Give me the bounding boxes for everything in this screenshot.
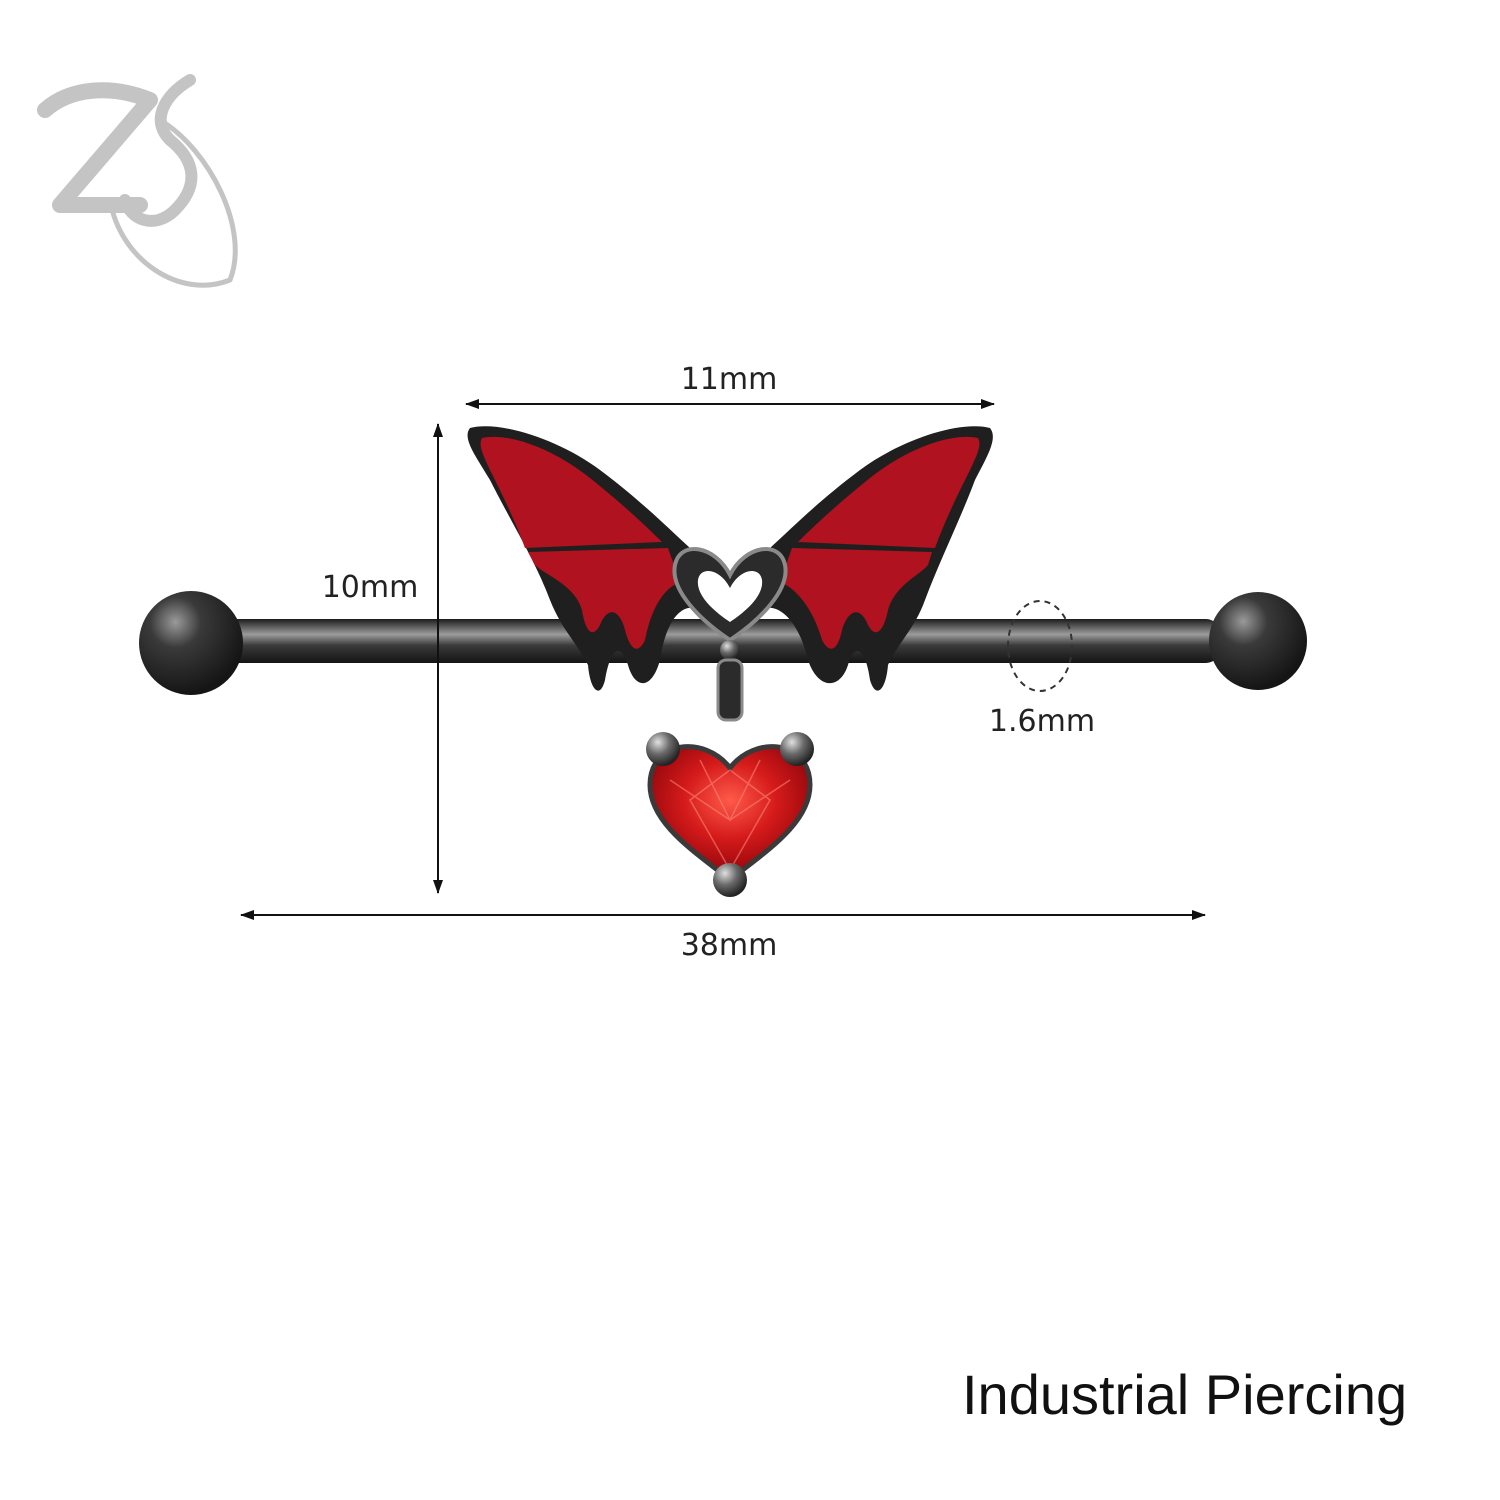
heart-charm-frame <box>672 547 788 722</box>
gauge-indicator <box>1007 600 1073 692</box>
barbell-bar <box>220 619 1220 663</box>
bar-length-label: 38mm <box>681 928 778 963</box>
zs-brand-logo <box>37 74 238 288</box>
gauge-label: 1.6mm <box>989 704 1095 739</box>
bat-wing-right <box>760 426 993 691</box>
height-label: 10mm <box>322 570 419 605</box>
ball-end-right <box>1209 592 1307 690</box>
wing-span-label: 11mm <box>681 362 778 397</box>
product-caption: Industrial Piercing <box>962 1363 1408 1426</box>
red-heart-gem <box>646 732 814 897</box>
ball-end-left <box>139 591 243 695</box>
bat-wing-left <box>467 426 700 691</box>
